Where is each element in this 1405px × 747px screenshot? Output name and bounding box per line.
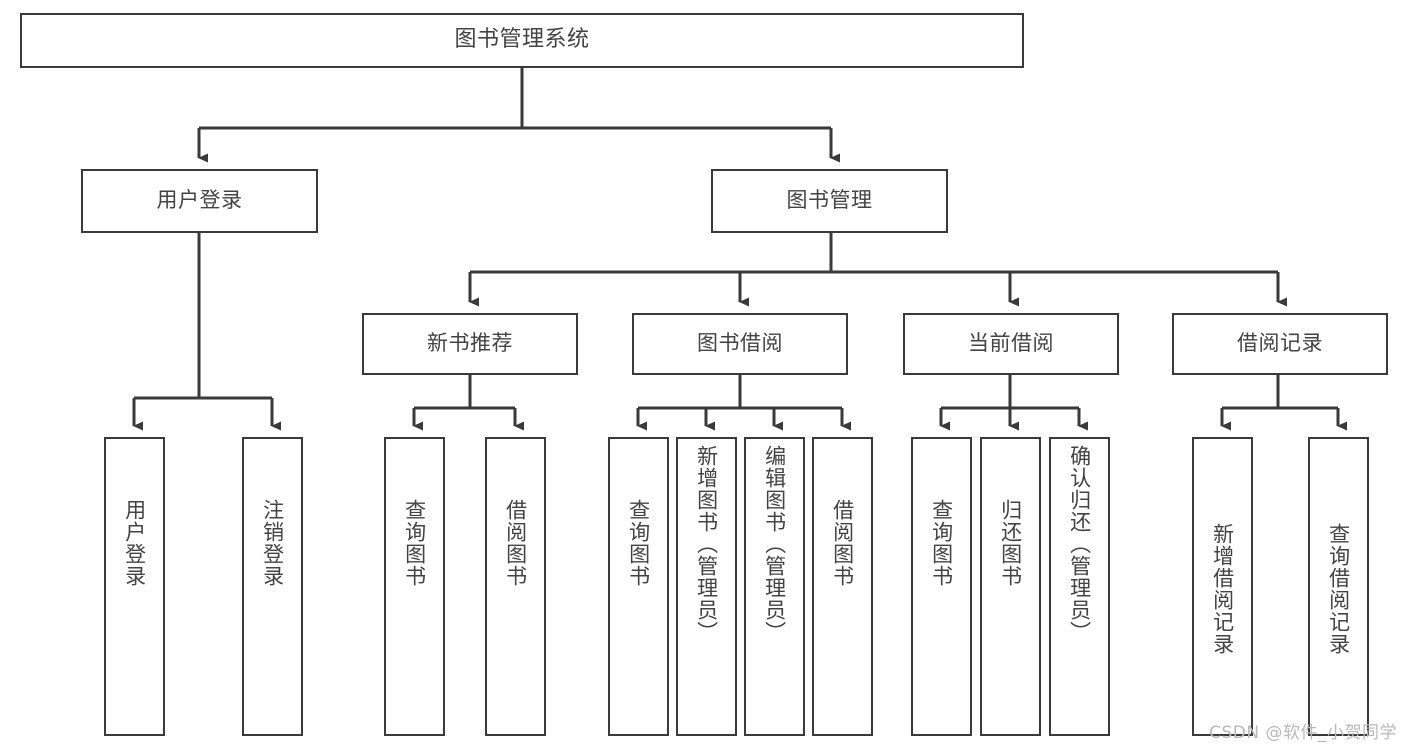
node-root-system[interactable]: 图书管理系统 <box>20 13 1024 68</box>
node-label: 借阅记录 <box>1237 331 1323 356</box>
node-label: 图书借阅 <box>697 331 783 356</box>
node-label: 图书管理 <box>786 188 873 213</box>
node-label: 编辑图书（管理员） <box>762 445 787 643</box>
node-label: 用户登录 <box>122 499 147 587</box>
node-label: 查询图书 <box>929 499 954 587</box>
node-user-login[interactable]: 用户登录 <box>81 169 318 233</box>
node-label: 当前借阅 <box>968 331 1054 356</box>
leaf-logout[interactable]: 注销登录 <box>242 437 303 736</box>
node-label: 归还图书 <box>998 499 1023 587</box>
node-label: 借阅图书 <box>830 499 855 587</box>
leaf-query-book-recommend[interactable]: 查询图书 <box>384 437 445 736</box>
leaf-borrow-book-recommend[interactable]: 借阅图书 <box>485 437 546 736</box>
node-label: 查询图书 <box>402 499 427 587</box>
leaf-add-book-admin[interactable]: 新增图书（管理员） <box>676 437 737 736</box>
leaf-query-borrow-record[interactable]: 查询借阅记录 <box>1308 437 1369 736</box>
leaf-edit-book-admin[interactable]: 编辑图书（管理员） <box>744 437 805 736</box>
leaf-borrow-book-borrow[interactable]: 借阅图书 <box>812 437 873 736</box>
node-label: 查询借阅记录 <box>1326 523 1351 655</box>
node-label: 新增借阅记录 <box>1210 523 1235 655</box>
node-book-management[interactable]: 图书管理 <box>711 169 948 233</box>
leaf-confirm-return-admin[interactable]: 确认归还（管理员） <box>1049 437 1110 736</box>
node-book-borrow[interactable]: 图书借阅 <box>632 313 848 375</box>
node-label: 确认归还（管理员） <box>1067 445 1092 643</box>
leaf-user-login[interactable]: 用户登录 <box>104 437 165 736</box>
node-label: 新增图书（管理员） <box>694 445 719 643</box>
node-label: 用户登录 <box>156 188 243 213</box>
node-label: 图书管理系统 <box>454 27 590 53</box>
node-label: 借阅图书 <box>503 499 528 587</box>
node-label: 新书推荐 <box>427 331 513 356</box>
node-label: 查询图书 <box>626 499 651 587</box>
leaf-add-borrow-record[interactable]: 新增借阅记录 <box>1192 437 1253 736</box>
leaf-return-book[interactable]: 归还图书 <box>980 437 1041 736</box>
leaf-query-book-current[interactable]: 查询图书 <box>911 437 972 736</box>
leaf-query-book-borrow[interactable]: 查询图书 <box>608 437 669 736</box>
node-label: 注销登录 <box>260 499 285 587</box>
node-new-book-recommend[interactable]: 新书推荐 <box>362 313 578 375</box>
watermark: CSDN @软件_小贺同学 <box>1209 723 1397 743</box>
node-current-borrow[interactable]: 当前借阅 <box>903 313 1119 375</box>
node-borrow-record[interactable]: 借阅记录 <box>1172 313 1388 375</box>
